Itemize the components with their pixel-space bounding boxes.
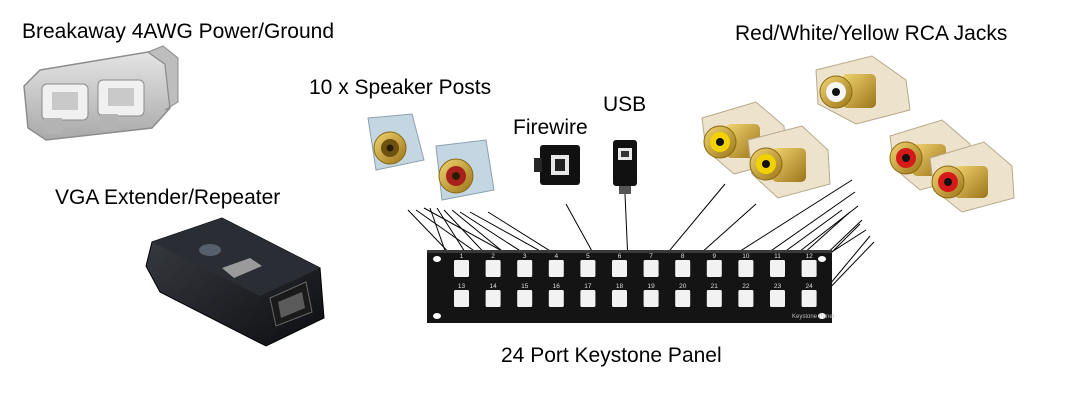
- rca-jack-yellow-icon: [747, 125, 831, 199]
- connector-line: [722, 179, 853, 263]
- connector-line: [659, 183, 726, 263]
- keystone-port-9: [706, 260, 722, 277]
- panel-brand-label: Keystone Panel: [792, 314, 834, 320]
- port-number-label: 21: [711, 283, 719, 290]
- port-number-label: 13: [458, 283, 466, 290]
- keystone-port-17: [580, 290, 596, 307]
- power-ground-label: Breakaway 4AWG Power/Ground: [22, 20, 335, 43]
- speaker-posts-label: 10 x Speaker Posts: [309, 76, 492, 99]
- vga-extender-label: VGA Extender/Repeater: [55, 186, 281, 209]
- usb-jack-icon: [613, 140, 637, 194]
- port-number-label: 6: [618, 253, 622, 260]
- port-number-label: 7: [649, 253, 653, 260]
- port-number-label: 10: [742, 253, 750, 260]
- rca-jack-white-icon: [815, 55, 911, 125]
- keystone-port-10: [738, 260, 754, 277]
- port-number-label: 22: [742, 283, 750, 290]
- port-number-label: 1: [460, 253, 464, 260]
- port-number-label: 4: [554, 253, 558, 260]
- keystone-port-5: [580, 260, 596, 277]
- keystone-port-24: [801, 290, 817, 307]
- keystone-port-22: [738, 290, 754, 307]
- panel-label: 24 Port Keystone Panel: [501, 344, 722, 367]
- port-number-label: 12: [805, 253, 813, 260]
- keystone-port-21: [706, 290, 722, 307]
- port-number-label: 19: [647, 283, 655, 290]
- port-number-label: 11: [774, 253, 781, 260]
- port-number-label: 5: [586, 253, 590, 260]
- port-number-label: 3: [523, 253, 527, 260]
- vga-extender-icon: [145, 217, 325, 347]
- keystone-port-3: [517, 260, 533, 277]
- keystone-port-4: [548, 260, 564, 277]
- port-number-label: 14: [489, 283, 497, 290]
- usb-label: USB: [603, 93, 647, 116]
- keystone-port-14: [485, 290, 501, 307]
- keystone-port-12: [801, 260, 817, 277]
- port-number-label: 2: [491, 253, 495, 260]
- keystone-port-19: [643, 290, 659, 307]
- keystone-port-13: [454, 290, 469, 307]
- keystone-port-15: [517, 290, 533, 307]
- rca-jack-red-icon: [929, 141, 1015, 213]
- speaker-post-icon: [435, 139, 495, 201]
- speaker-post-icon: [367, 113, 425, 171]
- port-number-label: 17: [584, 283, 592, 290]
- keystone-port-16: [548, 290, 564, 307]
- keystone-port-20: [675, 290, 691, 307]
- firewire-jack-icon: [534, 145, 580, 185]
- port-number-label: 24: [805, 283, 813, 290]
- port-number-label: 18: [616, 283, 624, 290]
- keystone-port-6: [612, 260, 627, 277]
- port-number-label: 15: [521, 283, 529, 290]
- port-number-label: 23: [774, 283, 782, 290]
- keystone-port-11: [770, 260, 785, 277]
- rca-jacks-label: Red/White/Yellow RCA Jacks: [735, 22, 1008, 45]
- keystone-port-18: [612, 290, 627, 307]
- port-number-label: 9: [712, 253, 716, 260]
- keystone-port-1: [454, 260, 469, 277]
- port-number-label: 8: [681, 253, 685, 260]
- keystone-port-2: [485, 260, 501, 277]
- port-number-label: 16: [553, 283, 561, 290]
- keystone-port-8: [675, 260, 691, 277]
- keystone-port-23: [770, 290, 785, 307]
- port-number-label: 20: [679, 283, 687, 290]
- power-connector-icon: [23, 45, 179, 141]
- keystone-port-7: [643, 260, 659, 277]
- firewire-label: Firewire: [513, 116, 588, 139]
